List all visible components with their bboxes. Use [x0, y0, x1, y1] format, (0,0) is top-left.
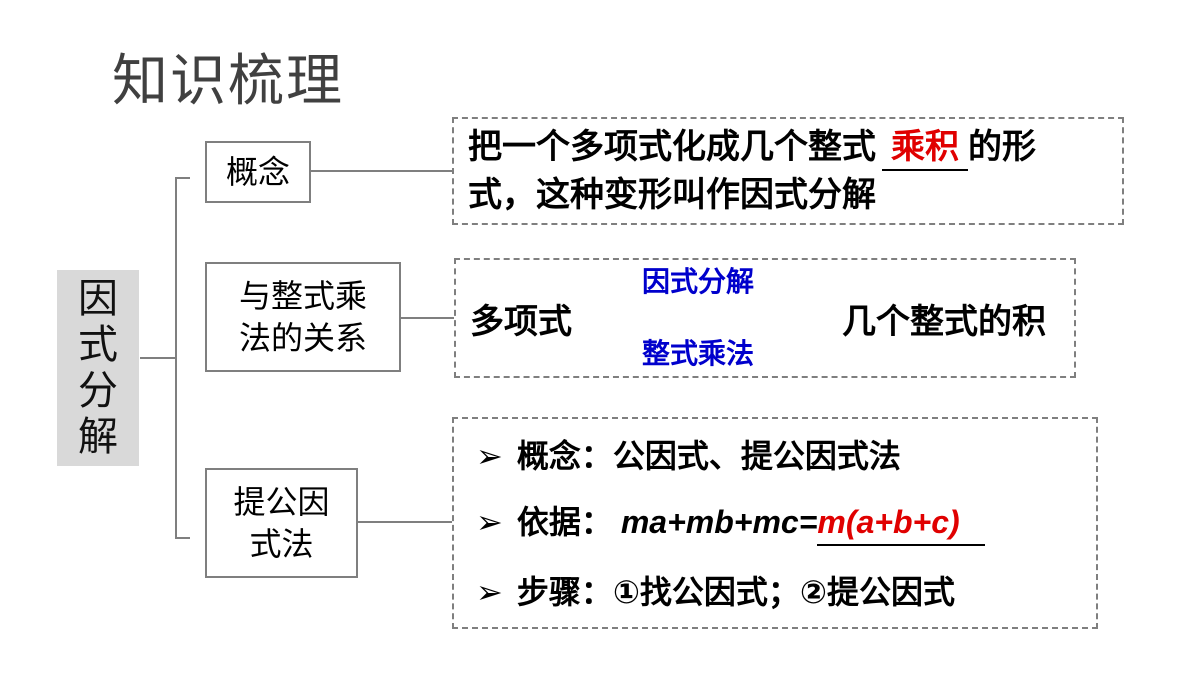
method-item-basis: ➢ 依据：ma+mb+mc=m(a+b+c)	[476, 500, 986, 546]
method-item1-value: 公因式、提公因式法	[612, 437, 901, 475]
method-item2-expr: ma+mb+mc=	[620, 504, 818, 540]
method-item3-label: 步骤：	[516, 573, 613, 611]
page-title: 知识梳理	[112, 49, 344, 114]
concept-blank: 乘积	[882, 125, 968, 171]
root-node: 因 式 分 解	[57, 270, 139, 466]
node-concept-label: 概念	[225, 153, 290, 191]
arrow-label-bottom: 整式乘法	[642, 337, 755, 370]
node-method-label-line1: 提公因	[233, 483, 330, 521]
bullet-arrow-icon: ➢	[476, 503, 503, 541]
panel-relation	[454, 258, 1076, 378]
panel-method	[452, 417, 1098, 629]
concept-line1: 把一个多项式化成几个整式乘积的形	[468, 125, 1036, 171]
concept-answer: 乘积	[891, 127, 959, 167]
node-concept: 概念	[205, 141, 311, 203]
method-item-concept: ➢ 概念：公因式、提公因式法	[476, 434, 901, 478]
node-relation-label-line2: 法的关系	[238, 319, 367, 357]
method-item2-label: 依据：	[516, 503, 613, 541]
concept-line2: 式，这种变形叫作因式分解	[468, 175, 876, 215]
method-item1-label: 概念：	[516, 437, 613, 475]
root-char: 分	[78, 368, 118, 414]
node-relation-label-line1: 与整式乘	[238, 277, 367, 315]
relation-left: 多项式	[470, 302, 572, 342]
method-blank: m(a+b+c)	[817, 500, 986, 546]
bullet-arrow-icon: ➢	[476, 437, 503, 475]
node-method-label-line2: 式法	[249, 525, 314, 563]
root-char: 因	[78, 276, 118, 322]
concept-text-after: 的形	[968, 127, 1036, 167]
method-answer: m(a+b+c)	[817, 504, 960, 540]
relation-right: 几个整式的积	[842, 302, 1046, 342]
node-method: 提公因 式法	[205, 468, 358, 578]
root-char: 解	[78, 414, 118, 460]
method-item-steps: ➢ 步骤：①找公因式；②提公因式	[476, 570, 955, 614]
arrow-label-top: 因式分解	[642, 265, 755, 298]
root-char: 式	[78, 322, 118, 368]
bullet-arrow-icon: ➢	[476, 573, 503, 611]
node-relation: 与整式乘 法的关系	[205, 262, 401, 372]
concept-text-before: 把一个多项式化成几个整式	[468, 127, 876, 167]
panel-concept: 把一个多项式化成几个整式乘积的形 式，这种变形叫作因式分解	[452, 117, 1124, 225]
method-item3-value: ①找公因式；②提公因式	[612, 573, 956, 611]
